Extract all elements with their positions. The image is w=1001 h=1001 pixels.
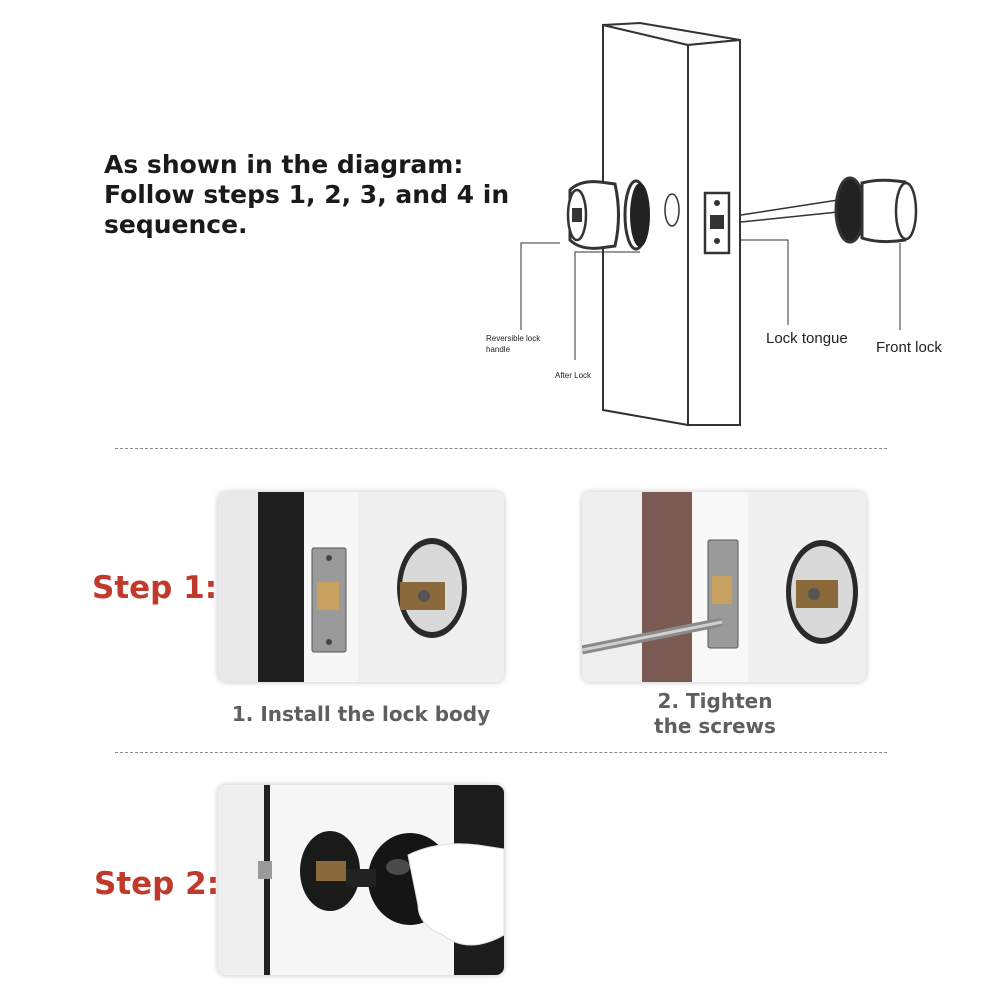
leader-reversible-handle bbox=[520, 242, 560, 330]
dashed-divider bbox=[115, 752, 887, 753]
label-reversible-handle-1: Reversible lock bbox=[486, 334, 541, 343]
intro-text: As shown in the diagram: Follow steps 1,… bbox=[104, 150, 524, 240]
caption-install-lock-body: 1. Install the lock body bbox=[231, 702, 491, 726]
lock-exploded-diagram bbox=[520, 21, 918, 427]
front-rose bbox=[834, 176, 866, 244]
label-reversible-handle-2: handle bbox=[486, 345, 511, 354]
caption-tighten-screws: 2. Tighten the screws bbox=[582, 689, 848, 739]
step-2-label: Step 2: bbox=[94, 866, 220, 902]
photo-install-handle bbox=[218, 785, 504, 975]
photo-install-lock-body bbox=[218, 492, 504, 682]
leader-after-lock bbox=[574, 251, 640, 360]
label-lock-tongue: Lock tongue bbox=[766, 330, 848, 347]
label-front-lock: Front lock bbox=[876, 339, 942, 356]
step-1-label: Step 1: bbox=[92, 570, 218, 606]
photo-tighten-screws bbox=[582, 492, 866, 682]
caption-tighten-line-1: 2. Tighten bbox=[657, 689, 773, 713]
caption-tighten-line-2: the screws bbox=[654, 714, 776, 738]
intro-line-3: sequence. bbox=[104, 210, 248, 239]
intro-line-1: As shown in the diagram: bbox=[104, 150, 464, 179]
dashed-divider bbox=[115, 448, 887, 449]
intro-line-2: Follow steps 1, 2, 3, and 4 in bbox=[104, 180, 510, 209]
label-after-lock: After Lock bbox=[555, 371, 592, 380]
leader-lock-tongue bbox=[741, 239, 789, 325]
